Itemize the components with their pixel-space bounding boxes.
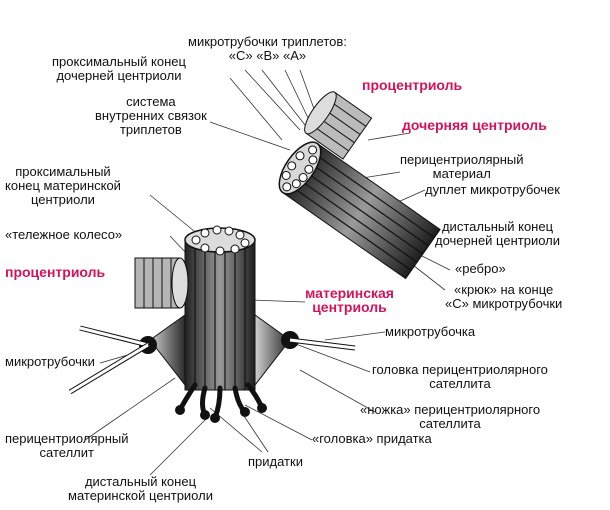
label-procentriole-left: процентриоль xyxy=(5,265,105,279)
procentriole-left-shape xyxy=(135,258,188,308)
label-appendage-head: «головка» придатка xyxy=(312,432,432,446)
label-procentriole-top: процентриоль xyxy=(362,78,462,92)
label-rib: «ребро» xyxy=(455,262,506,276)
label-triplet-microtubules: микротрубочки триплетов:«С» «В» «А» xyxy=(188,35,347,63)
label-appendages: придатки xyxy=(248,455,303,469)
label-microtubules-left: микротрубочки xyxy=(5,355,95,369)
label-daughter-centriole: дочерняя центриоль xyxy=(402,118,547,132)
label-hook: «крюк» на конце«С» микротрубочки xyxy=(445,283,562,311)
label-doublet: дуплет микротрубочек xyxy=(425,183,560,197)
label-cartwheel: «тележное колесо» xyxy=(5,228,122,242)
mother-centriole xyxy=(185,226,255,390)
appendage-heads xyxy=(175,403,267,423)
label-microtubule: микротрубочка xyxy=(385,325,475,339)
